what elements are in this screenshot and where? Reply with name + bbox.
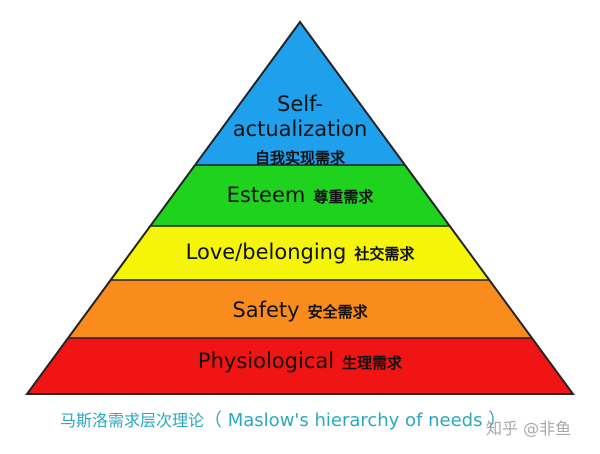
cn-label: 社交需求 — [354, 245, 415, 263]
level-physiological — [27, 338, 573, 394]
caption-cn: 马斯洛需求层次理论 — [60, 411, 205, 430]
label-physiological: Physiological 生理需求 — [0, 349, 600, 373]
watermark: 知乎 @非鱼 — [486, 419, 572, 438]
label-self-actualization-cn: 自我实现需求 — [0, 144, 600, 168]
label-safety: Safety 安全需求 — [0, 298, 600, 322]
en-label: Physiological — [197, 349, 335, 373]
en-label: Safety — [232, 298, 300, 322]
label-esteem: Esteem 尊重需求 — [0, 183, 600, 207]
level-safety — [27, 280, 573, 338]
en-label: Esteem — [226, 183, 306, 207]
label-self: Self- — [277, 92, 323, 116]
cn-label: 生理需求 — [342, 354, 403, 372]
cn-label: 自我实现需求 — [254, 149, 345, 167]
caption: 马斯洛需求层次理论（ Maslow's hierarchy of needs ） — [60, 406, 506, 432]
label-love: Love/belonging 社交需求 — [0, 240, 600, 264]
label-actualization: actualization — [232, 117, 368, 141]
caption-en: （ Maslow's hierarchy of needs ） — [204, 410, 507, 431]
en-label: Love/belonging — [185, 240, 347, 264]
cn-label: 尊重需求 — [313, 188, 374, 206]
cn-label: 安全需求 — [307, 303, 368, 321]
